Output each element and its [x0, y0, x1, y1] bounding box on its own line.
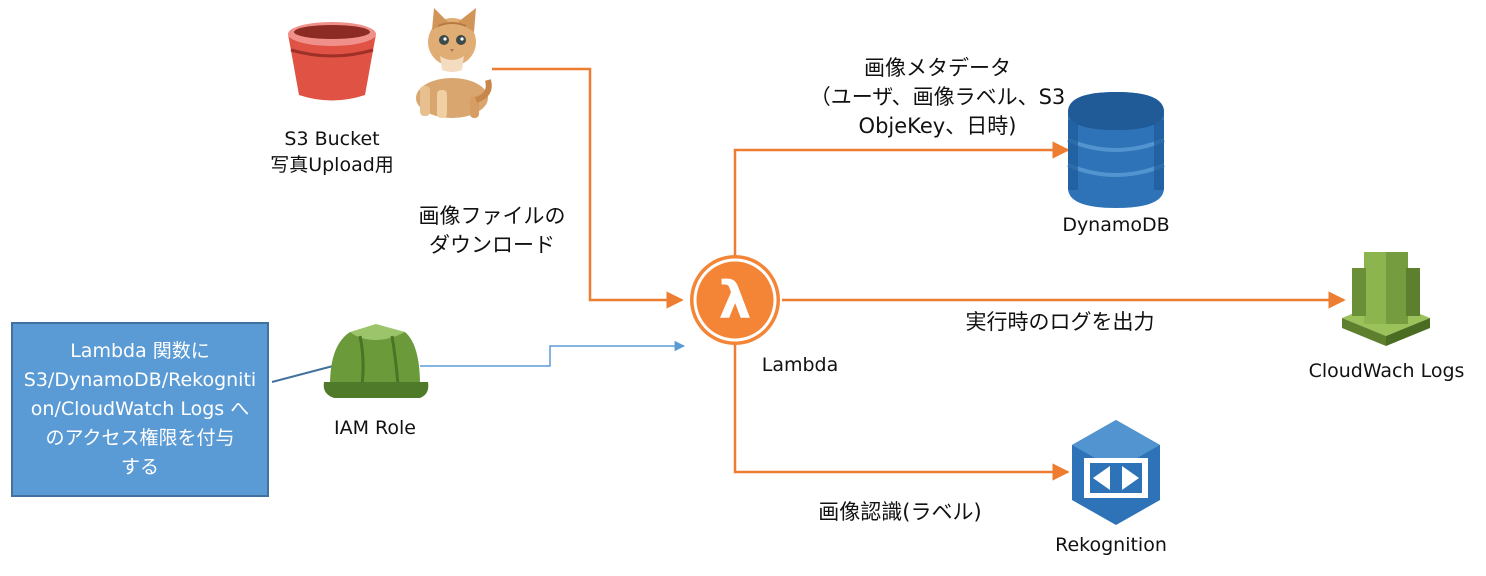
lambda-label: Lambda: [761, 354, 839, 376]
image-recognition-edge-label: 画像認識(ラベル): [818, 500, 982, 524]
download-edge-label: 画像ファイルの ダウンロード: [418, 204, 566, 257]
dynamodb-label: DynamoDB: [1062, 214, 1170, 236]
iam-role-helmet-icon: [323, 324, 429, 398]
s3-bucket-label: S3 Bucket 写真Upload用: [270, 128, 394, 176]
log-output-edge-label: 実行時のログを出力: [965, 310, 1155, 334]
iam-to-lambda-arrow: [420, 340, 686, 367]
cloudwatch-logs-icon: [1342, 252, 1430, 346]
cloudwatch-logs-label: CloudWach Logs: [1308, 360, 1465, 382]
iam-role-label: IAM Role: [334, 417, 416, 439]
lambda-icon: [690, 255, 780, 345]
lambda-to-dynamodb-arrow: [733, 141, 1070, 260]
metadata-edge-label: 画像メタデータ （ユーザ、画像ラベル、S3 ObjeKey、日時): [809, 56, 1066, 138]
lambda-symbol: λ: [719, 271, 752, 331]
kitten-photo-icon: [416, 8, 492, 118]
s3-to-lambda-arrow: [492, 67, 684, 309]
note-callout-line: [271, 365, 334, 383]
dynamodb-icon: [1067, 92, 1165, 208]
iam-permission-note-text: Lambda 関数に S3/DynamoDB/Rekogniti on/Clou…: [23, 340, 257, 478]
rekognition-icon: [1072, 420, 1160, 525]
rekognition-label: Rekognition: [1055, 534, 1167, 556]
iam-permission-note-box: Lambda 関数に S3/DynamoDB/Rekogniti on/Clou…: [11, 322, 269, 497]
s3-bucket-icon: [288, 22, 376, 101]
rekognition-to-lambda-arrow: [726, 327, 1070, 481]
